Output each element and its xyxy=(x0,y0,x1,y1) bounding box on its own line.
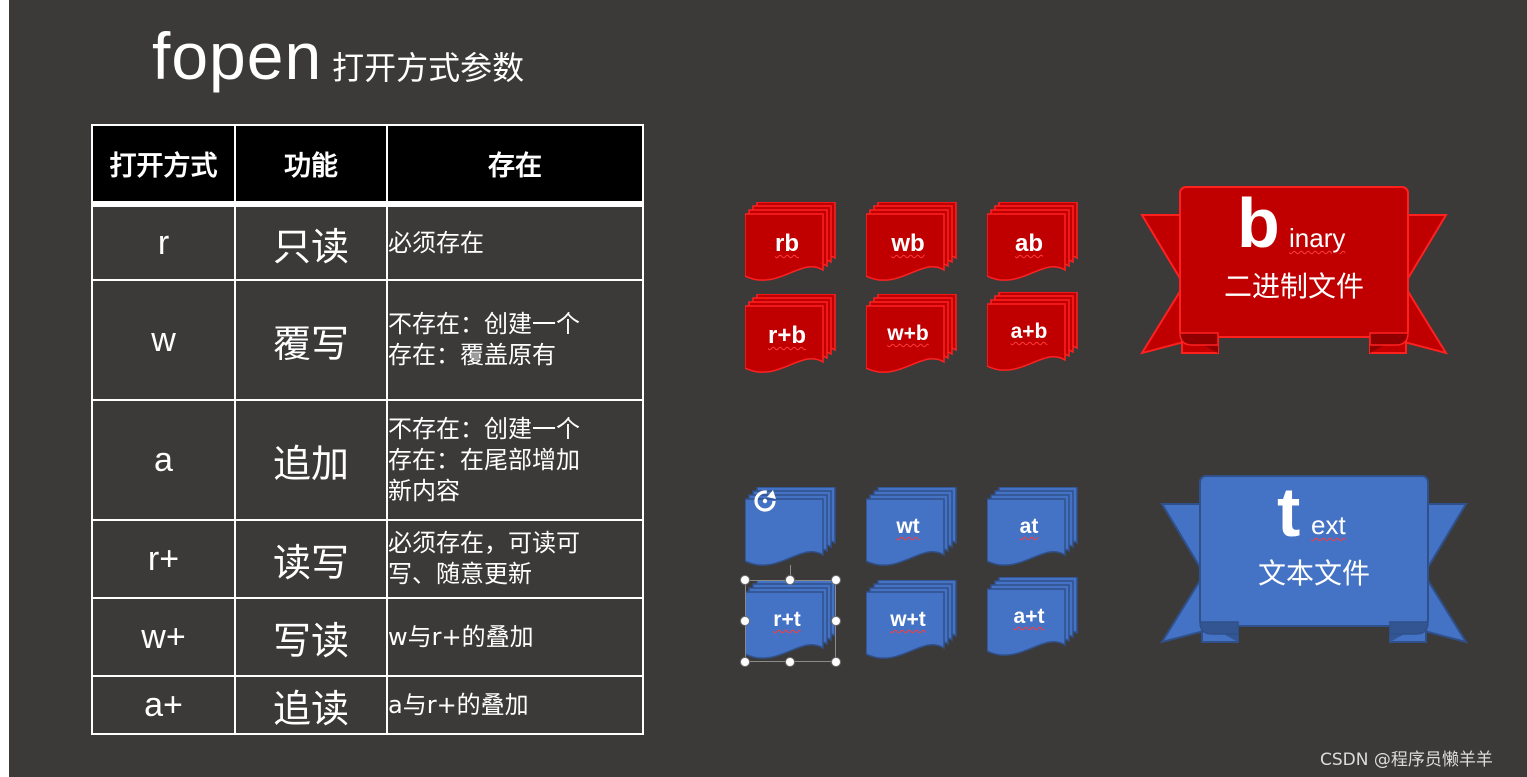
open-mode-table: 打开方式 功能 存在 r 只读 必须存在 w 覆写 不存在：创建一个存在：覆盖原… xyxy=(91,124,644,735)
ribbon-word-rest: inary xyxy=(1289,223,1346,253)
multi-document-icon xyxy=(987,577,1078,656)
cell-function: 写读 xyxy=(234,597,388,677)
cell-exist: 必须存在，可读可写、随意更新 xyxy=(386,519,644,599)
cell-function: 覆写 xyxy=(234,279,388,401)
resize-handle[interactable] xyxy=(740,657,750,667)
file-icon-r-plus-b[interactable]: r+b xyxy=(745,294,840,379)
multi-document-icon xyxy=(745,487,836,566)
file-icon-ab[interactable]: ab xyxy=(987,202,1082,287)
cell-function: 只读 xyxy=(234,203,388,281)
resize-handle[interactable] xyxy=(785,657,795,667)
ribbon-letter: b xyxy=(1237,184,1280,262)
resize-handle[interactable] xyxy=(831,616,841,626)
table-row: w 覆写 不存在：创建一个存在：覆盖原有 xyxy=(91,279,644,401)
multi-document-icon xyxy=(745,294,836,373)
file-icon-a-plus-b[interactable]: a+b xyxy=(987,292,1082,377)
header-mode: 打开方式 xyxy=(91,124,236,207)
resize-handle[interactable] xyxy=(831,575,841,585)
cell-function: 读写 xyxy=(234,519,388,599)
multi-document-icon xyxy=(987,202,1078,281)
table-row: a+ 追读 a与r+的叠加 xyxy=(91,675,644,735)
file-icon-w-plus-t[interactable]: w+t xyxy=(866,580,961,665)
ribbon-banner-icon xyxy=(1140,186,1448,355)
cell-exist: 必须存在 xyxy=(386,203,644,281)
multi-document-icon xyxy=(987,487,1078,566)
cell-mode: r+ xyxy=(91,519,236,599)
multi-document-icon xyxy=(987,292,1078,371)
resize-handle[interactable] xyxy=(831,657,841,667)
header-exist: 存在 xyxy=(386,124,644,207)
selection-frame xyxy=(745,580,836,662)
refresh-icon xyxy=(754,490,776,512)
cell-exist: 不存在：创建一个存在：覆盖原有 xyxy=(386,279,644,401)
cell-function: 追读 xyxy=(234,675,388,735)
file-icon-wt[interactable]: wt xyxy=(866,487,961,572)
multi-document-icon xyxy=(745,202,836,281)
rotation-handle-line xyxy=(790,565,791,580)
file-icon-a-plus-t[interactable]: a+t xyxy=(987,577,1082,662)
ribbon-banner-icon xyxy=(1160,475,1468,644)
table-header-row: 打开方式 功能 存在 xyxy=(91,124,644,207)
multi-document-icon xyxy=(866,580,957,659)
cell-mode: a+ xyxy=(91,675,236,735)
file-icon-wb[interactable]: wb xyxy=(866,202,961,287)
title-sub: 打开方式参数 xyxy=(332,49,525,87)
resize-handle[interactable] xyxy=(740,616,750,626)
ribbon-letter: t xyxy=(1277,473,1301,551)
cell-function: 追加 xyxy=(234,399,388,521)
file-icon-w-plus-b[interactable]: w+b xyxy=(866,294,961,379)
cell-mode: r xyxy=(91,203,236,281)
binary-ribbon: b inary 二进制文件 xyxy=(1140,184,1448,357)
cell-mode: w+ xyxy=(91,597,236,677)
ribbon-caption: 文本文件 xyxy=(1257,557,1370,590)
file-icon-r-plus-t[interactable]: r+t xyxy=(745,580,840,665)
file-icon-rt[interactable] xyxy=(745,487,840,572)
file-icon-rb[interactable]: rb xyxy=(745,202,840,287)
table-row: a 追加 不存在：创建一个存在：在尾部增加新内容 xyxy=(91,399,644,521)
cell-exist: a与r+的叠加 xyxy=(386,675,644,735)
cell-exist: 不存在：创建一个存在：在尾部增加新内容 xyxy=(386,399,644,521)
cell-exist: w与r+的叠加 xyxy=(386,597,644,677)
title-main: fopen xyxy=(152,19,323,93)
cell-mode: w xyxy=(91,279,236,401)
file-icon-at[interactable]: at xyxy=(987,487,1082,572)
multi-document-icon xyxy=(866,487,957,566)
table-row: r 只读 必须存在 xyxy=(91,203,644,281)
header-function: 功能 xyxy=(234,124,388,207)
resize-handle[interactable] xyxy=(785,575,795,585)
ribbon-caption: 二进制文件 xyxy=(1223,270,1364,303)
watermark: CSDN @程序员懒羊羊 xyxy=(1320,750,1493,770)
multi-document-icon xyxy=(866,294,957,373)
resize-handle[interactable] xyxy=(740,575,750,585)
multi-document-icon xyxy=(866,202,957,281)
text-ribbon: t ext 文本文件 xyxy=(1160,473,1468,646)
left-edge-strip xyxy=(0,0,9,777)
ribbon-word-rest: ext xyxy=(1311,510,1346,540)
table-row: r+ 读写 必须存在，可读可写、随意更新 xyxy=(91,519,644,599)
cell-mode: a xyxy=(91,399,236,521)
table-row: w+ 写读 w与r+的叠加 xyxy=(91,597,644,677)
multi-document-icon xyxy=(745,580,836,659)
